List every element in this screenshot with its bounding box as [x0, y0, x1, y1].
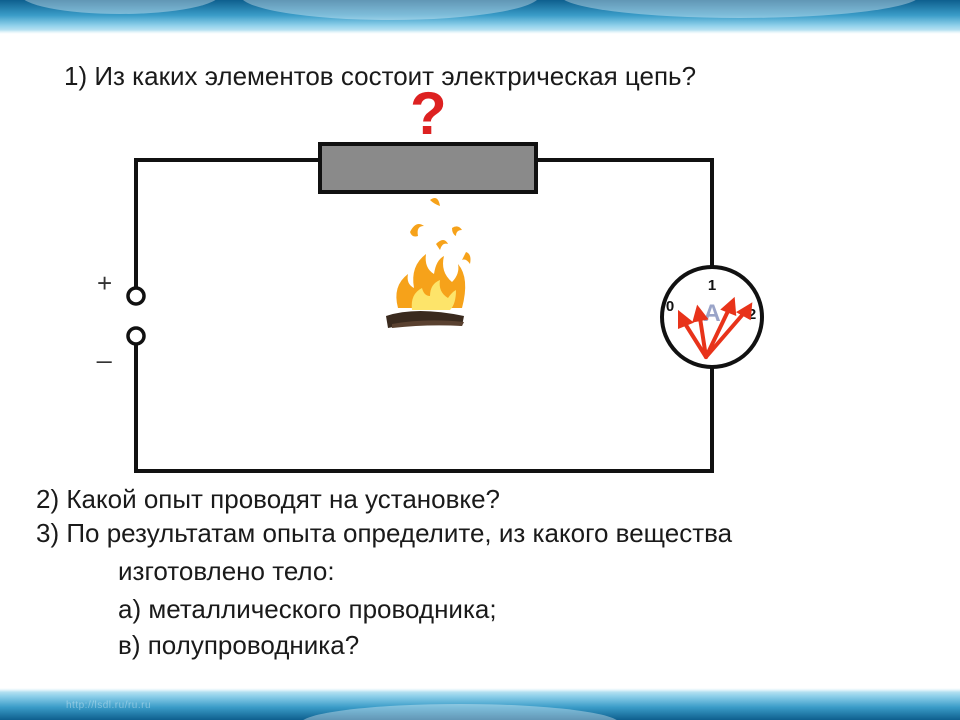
circuit-wire	[134, 158, 714, 473]
minus-sign: _	[97, 334, 112, 364]
ammeter-needles	[678, 296, 753, 359]
option-a: а) металлического проводника;	[118, 594, 497, 624]
option-b: в) полупроводника?	[118, 630, 360, 660]
watermark: http://lsdl.ru/ru.ru	[66, 700, 152, 711]
minus-terminal	[126, 326, 146, 346]
band-wave	[300, 704, 620, 720]
ammeter-dial	[660, 265, 764, 369]
question-1: 1) Из каких элементов состоит электричес…	[64, 61, 697, 91]
band-wave	[240, 0, 540, 20]
question-2: 2) Какой опыт проводят на установке?	[36, 484, 501, 514]
band-wave	[560, 0, 920, 18]
plus-sign: +	[97, 268, 113, 298]
band-wave	[20, 0, 220, 14]
plus-terminal	[126, 286, 146, 306]
question-3-continuation: изготовлено тело:	[118, 556, 335, 586]
question-3: 3) По результатам опыта определите, из к…	[36, 518, 733, 548]
ammeter-letter: A	[703, 300, 720, 327]
top-decorative-band	[0, 0, 960, 34]
ammeter: A 0 1 2	[660, 265, 764, 369]
scale-label-1: 1	[708, 277, 716, 294]
question-mark: ?	[410, 80, 447, 147]
campfire-icon	[386, 198, 471, 328]
bottom-decorative-band: http://lsdl.ru/ru.ru	[0, 688, 960, 720]
scale-label-0: 0	[666, 298, 674, 315]
scale-label-2: 2	[748, 306, 756, 323]
resistor-body	[318, 142, 538, 194]
